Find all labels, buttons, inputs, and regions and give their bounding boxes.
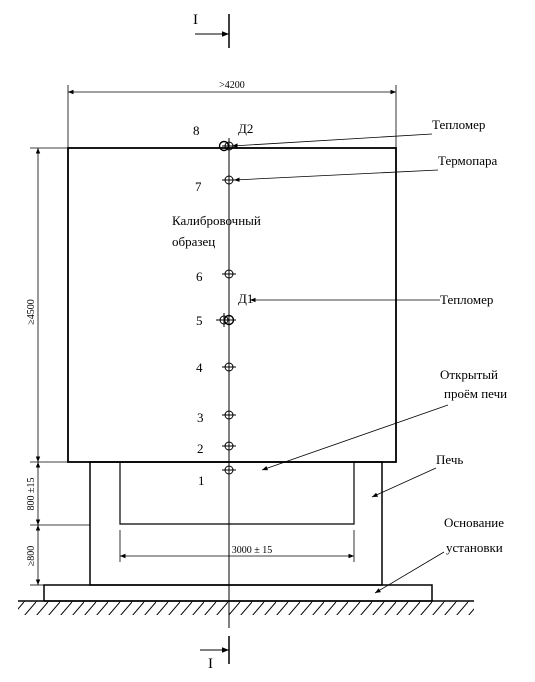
heat-meter-mid-label: Тепломер bbox=[440, 292, 493, 307]
heat-meter-top-label: Тепломер bbox=[432, 117, 485, 132]
point-marker-2 bbox=[222, 441, 236, 451]
point-label-8: 8 bbox=[193, 123, 200, 138]
point-label-7: 7 bbox=[195, 179, 202, 194]
heat-meter-d1-marker bbox=[223, 314, 235, 326]
leader-base bbox=[374, 551, 445, 594]
leader-thermocouple bbox=[233, 169, 439, 182]
point-label-4: 4 bbox=[196, 360, 203, 375]
point-label-1: 1 bbox=[198, 473, 205, 488]
dim-overall-width: >4200 bbox=[219, 80, 245, 91]
point-marker-7 bbox=[222, 175, 236, 185]
section-mark-top: I bbox=[193, 12, 198, 28]
point-label-2: 2 bbox=[197, 441, 204, 456]
calibration-specimen bbox=[67, 147, 397, 463]
open-opening-label-2: проём печи bbox=[444, 386, 507, 401]
point-marker-3 bbox=[222, 410, 236, 420]
leader-open-opening bbox=[261, 404, 449, 471]
dim-base-height: ≥800 bbox=[26, 546, 37, 567]
point-label-3: 3 bbox=[197, 410, 204, 425]
installation-base bbox=[43, 584, 433, 602]
point-marker-1 bbox=[222, 465, 236, 475]
furnace-label: Печь bbox=[436, 452, 463, 467]
measurement-markers bbox=[216, 140, 236, 475]
dim-specimen-height: ≥4500 bbox=[26, 299, 37, 325]
calibration-sample-label-2: образец bbox=[172, 234, 215, 249]
base-label-2: установки bbox=[446, 540, 503, 555]
leader-heat-meter-top bbox=[231, 133, 433, 148]
d2-label: Д2 bbox=[238, 121, 253, 136]
open-opening-label-1: Открытый bbox=[440, 367, 498, 382]
dim-furnace-height: 800 ±15 bbox=[26, 478, 37, 511]
furnace-opening bbox=[119, 462, 355, 525]
base-label-1: Основание bbox=[444, 515, 504, 530]
point-marker-4 bbox=[222, 362, 236, 372]
section-mark-bottom: I bbox=[208, 656, 213, 672]
heat-meter-d2-marker bbox=[218, 140, 230, 152]
ground-hatching bbox=[18, 601, 474, 615]
point-label-5: 5 bbox=[196, 313, 203, 328]
d1-label: Д1 bbox=[238, 291, 253, 306]
calibration-sample-label-1: Калибровочный bbox=[172, 213, 261, 228]
point-label-6: 6 bbox=[196, 269, 203, 284]
leader-furnace bbox=[371, 467, 437, 498]
dim-opening-width: 3000 ± 15 bbox=[232, 545, 273, 556]
thermocouple-label: Термопара bbox=[438, 153, 497, 168]
point-marker-6 bbox=[222, 269, 236, 279]
